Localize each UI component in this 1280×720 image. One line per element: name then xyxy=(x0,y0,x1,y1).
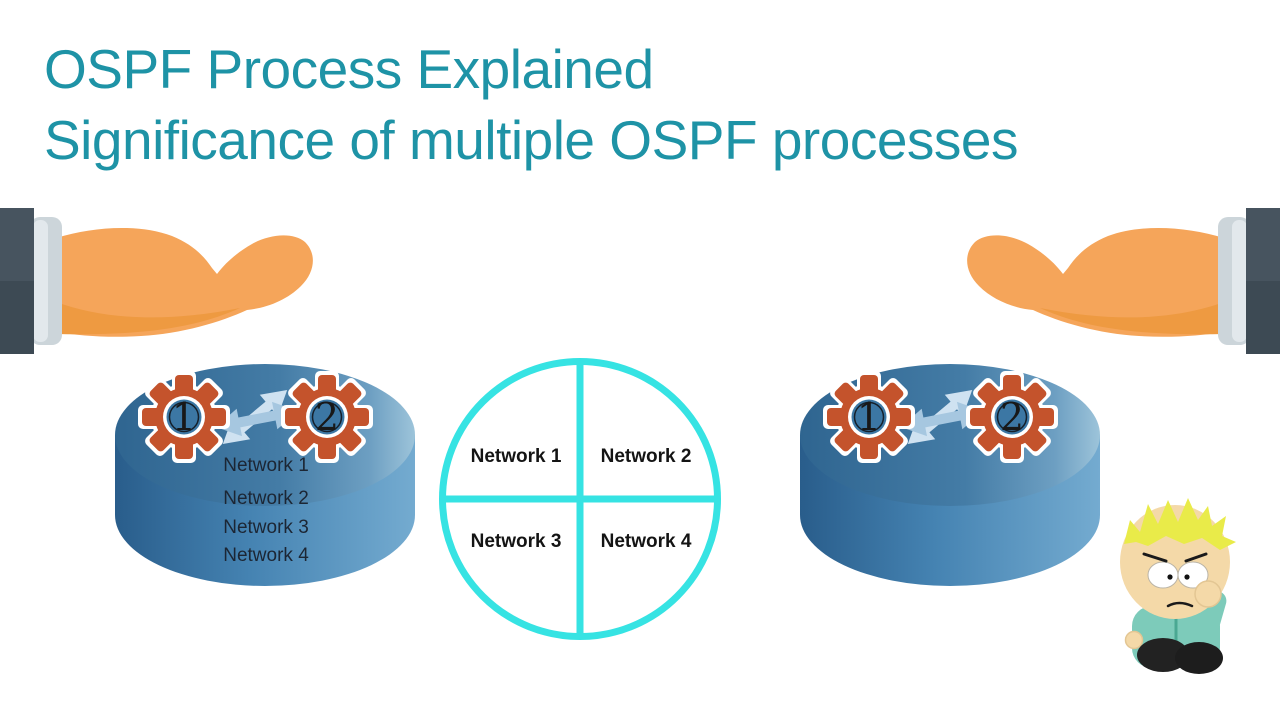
router-right-illustration xyxy=(800,364,1100,586)
left-router-process-2-number: 2 xyxy=(314,395,340,439)
raised-hand xyxy=(1194,580,1222,608)
giving-hand-left-icon xyxy=(0,208,313,354)
eyebrow xyxy=(1142,552,1168,563)
right-router-process-2-number: 2 xyxy=(999,395,1025,439)
circle-quadrant-3-label: Network 3 xyxy=(470,531,562,552)
shoe xyxy=(1175,642,1223,674)
eye xyxy=(1147,561,1179,589)
title-line-2: Significance of multiple OSPF processes xyxy=(44,109,1019,171)
fist xyxy=(1124,630,1144,650)
hair xyxy=(1124,498,1236,550)
cartoon-character-illustration xyxy=(1120,498,1236,674)
left-router-network-2: Network 2 xyxy=(223,488,309,509)
left-router-network-4: Network 4 xyxy=(223,545,309,566)
shoe xyxy=(1137,638,1189,672)
left-router-network-1: Network 1 xyxy=(223,455,309,476)
left-router-network-3: Network 3 xyxy=(223,517,309,538)
circle-quadrant-1-label: Network 1 xyxy=(470,446,562,467)
right-router-process-1-number: 1 xyxy=(856,395,882,439)
slide-title: OSPF Process Explained Significance of m… xyxy=(44,34,1019,176)
network-circle-diagram xyxy=(439,358,721,640)
title-line-1: OSPF Process Explained xyxy=(44,38,654,100)
mouth xyxy=(1166,601,1194,608)
circle-quadrant-2-label: Network 2 xyxy=(600,446,692,467)
giving-hand-right-icon xyxy=(967,208,1280,354)
eye xyxy=(1177,561,1209,589)
eyebrow xyxy=(1184,552,1208,563)
left-router-process-1-number: 1 xyxy=(171,395,197,439)
circle-quadrant-4-label: Network 4 xyxy=(600,531,692,552)
